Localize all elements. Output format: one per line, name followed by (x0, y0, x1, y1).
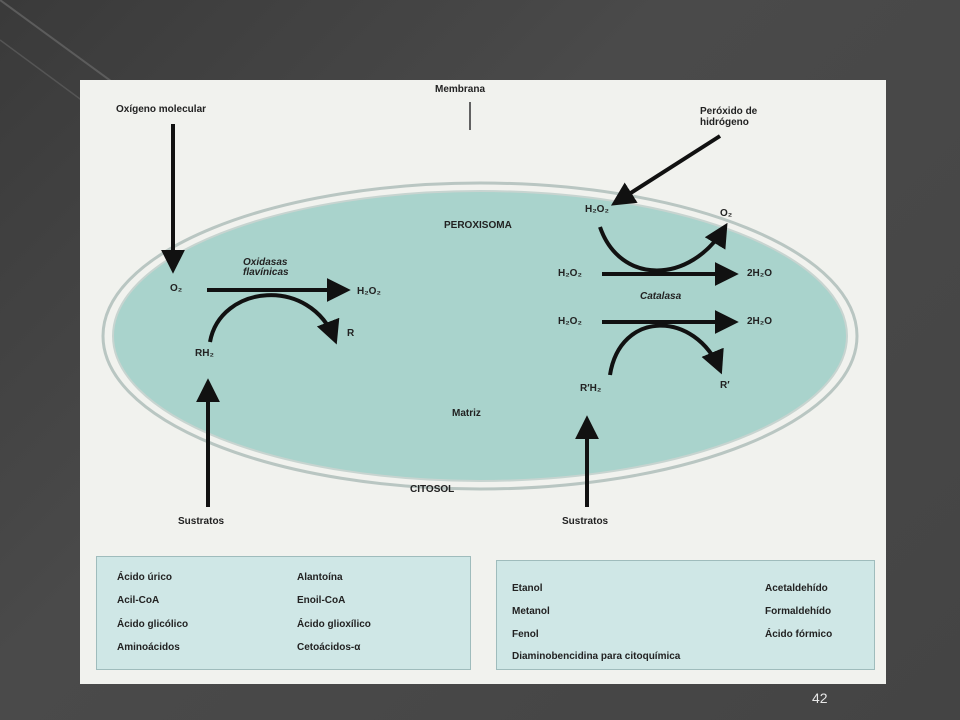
peroxide-source-label: Peróxido de hidrógeno (700, 106, 758, 128)
left-rh2-label: RH₂ (195, 348, 214, 359)
membrane-label: Membrana (435, 84, 486, 95)
right-o2-label: O₂ (720, 208, 733, 219)
table-cell: Ácido glicólico (117, 619, 189, 630)
right-h2o-low-label: 2H₂O (747, 316, 773, 327)
table-cell: Cetoácidos-α (297, 642, 361, 653)
left-substrates-label: Sustratos (178, 516, 225, 527)
left-substrate-table: Ácido úrico Alantoína Acil-CoA Enoil-CoA… (96, 556, 471, 670)
right-h2o2-top-label: H₂O₂ (585, 204, 609, 215)
catalase-top-curve (598, 222, 728, 273)
peroxisome-figure: Membrana Oxígeno molecular Peróxido de h… (80, 80, 886, 684)
catalase-enzyme-label: Catalasa (640, 291, 682, 302)
membrane-outer (101, 181, 859, 491)
right-r-label: R′ (720, 380, 730, 391)
peroxide-arrow (610, 134, 722, 206)
matrix-label: Matriz (452, 408, 481, 419)
table-cell: Aminoácidos (117, 642, 180, 653)
table-cell: Ácido glioxílico (297, 619, 371, 630)
table-cell: Etanol (512, 583, 543, 594)
table-cell: Ácido úrico (117, 572, 173, 583)
table-cell: Enoil-CoA (297, 595, 346, 606)
right-substrate-table: Etanol Acetaldehído Metanol Formaldehído… (496, 560, 875, 670)
right-h2o2-mid-label: H₂O₂ (558, 268, 582, 279)
right-h2o2-low-label: H₂O₂ (558, 316, 582, 327)
cytosol-label: CITOSOL (410, 484, 455, 495)
page-number: 42 (812, 690, 828, 706)
peroxisome-body (112, 190, 848, 482)
table-cell: Formaldehído (765, 606, 832, 617)
left-h2o2-label: H₂O₂ (357, 286, 381, 297)
table-cell: Ácido fórmico (765, 629, 833, 640)
table-cell: Acetaldehído (765, 583, 828, 594)
left-r-label: R (347, 328, 355, 339)
right-rh2-label: R′H₂ (580, 383, 602, 394)
table-cell: Alantoína (297, 572, 343, 583)
left-o2-label: O₂ (170, 283, 183, 294)
oxygen-source-label: Oxígeno molecular (116, 104, 207, 115)
table-cell: Diaminobencidina para citoquímica (512, 651, 681, 662)
catalase-low-curve (608, 323, 724, 376)
right-h2o-mid-label: 2H₂O (747, 268, 773, 279)
table-cell: Fenol (512, 629, 539, 640)
table-cell: Metanol (512, 606, 550, 617)
diagram-graphics (101, 102, 859, 507)
oxidase-curve (208, 293, 340, 345)
oxidase-enzyme-label: Oxidasas flavínicas (243, 257, 289, 278)
right-substrates-label: Sustratos (562, 516, 609, 527)
peroxisome-label: PEROXISOMA (444, 220, 512, 231)
table-cell: Acil-CoA (117, 595, 160, 606)
